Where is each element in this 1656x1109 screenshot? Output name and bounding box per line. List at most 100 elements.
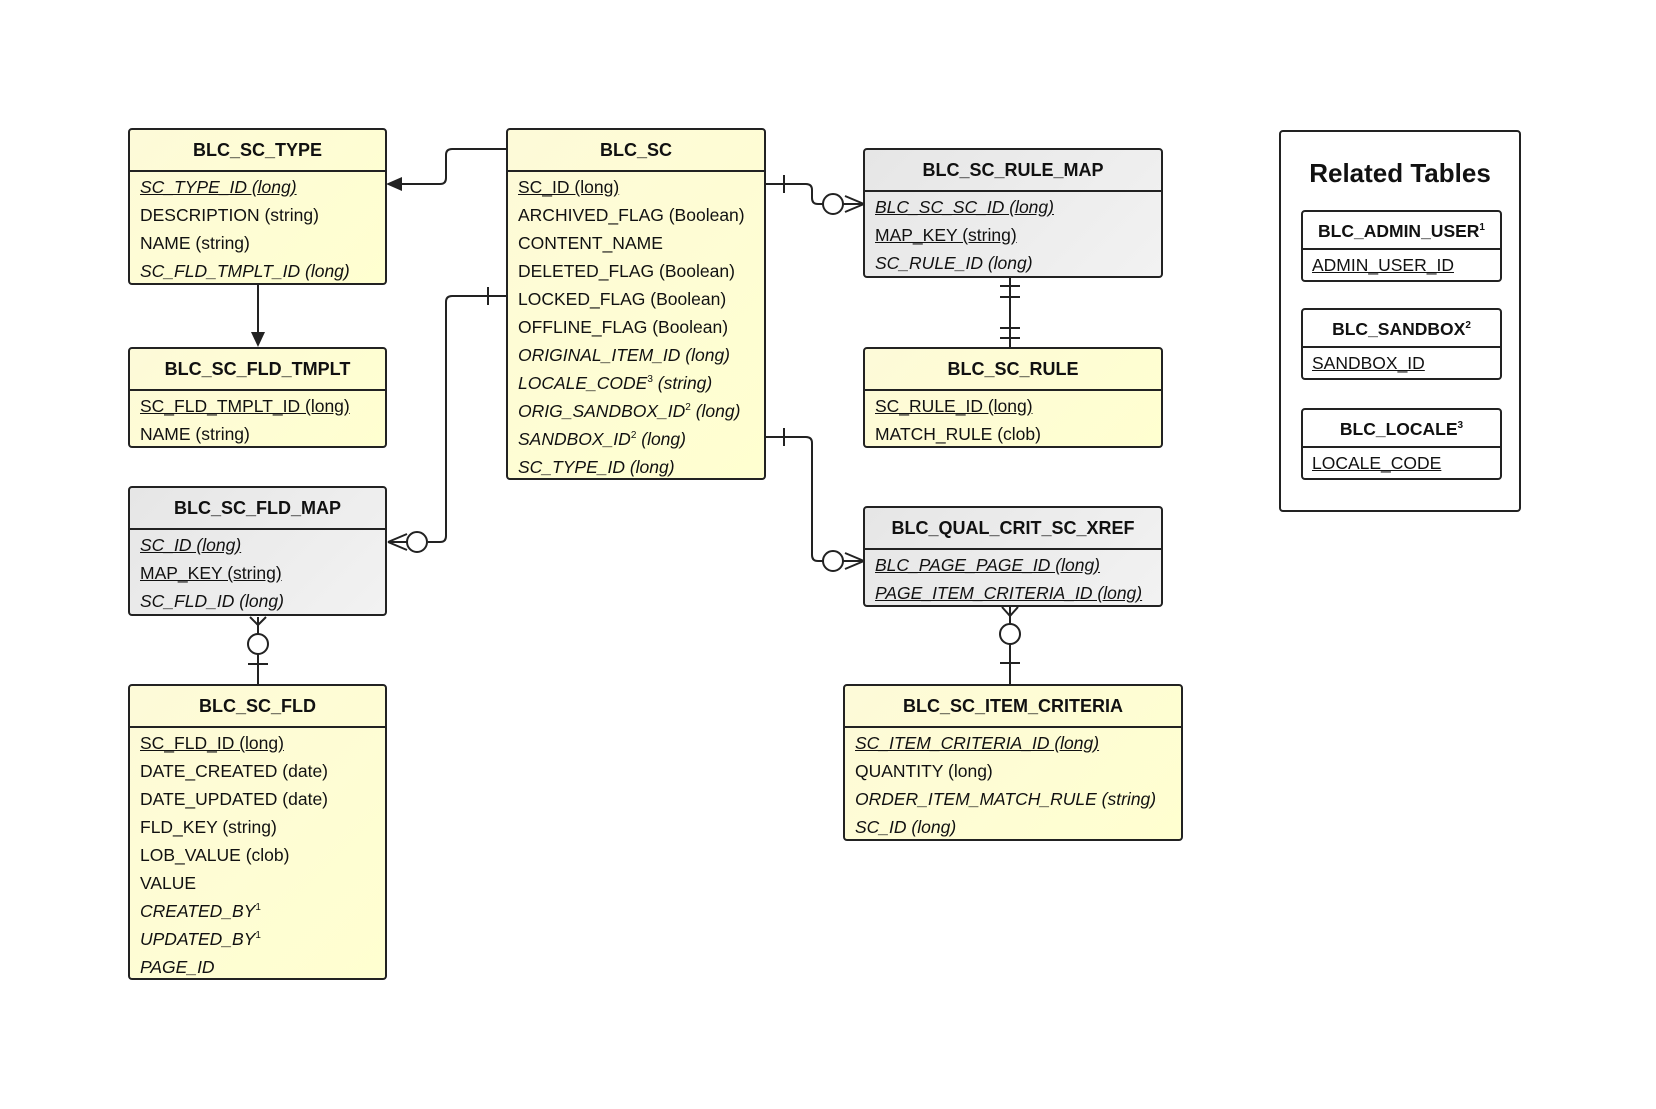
entity-field: DATE_CREATED (date) xyxy=(130,757,385,785)
entity-field: SC_FLD_TMPLT_ID (long) xyxy=(130,257,385,283)
entity-field: FLD_KEY (string) xyxy=(130,813,385,841)
entity-title: BLC_SC_RULE_MAP xyxy=(865,150,1161,192)
connector-sc-to-rule-map xyxy=(766,183,823,205)
entity-field: LOCALE_CODE3 (string) xyxy=(508,369,764,397)
entity-field: MAP_KEY (string) xyxy=(130,559,385,587)
field-name: SC_RULE_ID (long) xyxy=(875,396,1033,416)
field-name: ORDER_ITEM_MATCH_RULE (string) xyxy=(855,789,1157,809)
entity-title: BLC_SC xyxy=(508,130,764,172)
field-name: LOCALE_CODE xyxy=(518,373,648,393)
field-name: LOCKED_FLAG (Boolean) xyxy=(518,289,727,309)
entity-field: OFFLINE_FLAG (Boolean) xyxy=(508,313,764,341)
entity-field: SC_ID (long) xyxy=(845,813,1181,839)
entity-blc-sc-type: BLC_SC_TYPE SC_TYPE_ID (long) DESCRIPTION… xyxy=(128,128,387,285)
field-type: (long) xyxy=(636,429,686,449)
entity-field: SC_RULE_ID (long) xyxy=(865,249,1161,276)
field-name: DATE_CREATED (date) xyxy=(140,761,329,781)
field-name: SC_ID (long) xyxy=(855,817,957,837)
connector-sc-to-qual-crit-xref xyxy=(766,436,823,562)
field-name: LOB_VALUE (clob) xyxy=(140,845,290,865)
entity-field: SC_ITEM_CRITERIA_ID (long) xyxy=(845,729,1181,757)
field-name: OFFLINE_FLAG (Boolean) xyxy=(518,317,729,337)
entity-field: SC_FLD_TMPLT_ID (long) xyxy=(130,392,385,420)
entity-field: SC_RULE_ID (long) xyxy=(865,392,1161,420)
field-name: ARCHIVED_FLAG (Boolean) xyxy=(518,205,745,225)
field-type: (long) xyxy=(690,401,741,421)
entity-title: BLC_SC_FLD_MAP xyxy=(130,488,385,530)
field-type: (string) xyxy=(652,373,713,393)
related-table-sandbox: BLC_SANDBOX2 SANDBOX_ID xyxy=(1301,308,1502,380)
entity-field: NAME (string) xyxy=(130,229,385,257)
field-name: UPDATED_BY xyxy=(140,929,256,949)
field-name: SC_ITEM_CRITERIA_ID (long) xyxy=(855,733,1100,753)
field-name: PAGE_ITEM_CRITERIA_ID (long) xyxy=(875,583,1143,603)
field-name: SC_ID (long) xyxy=(140,535,242,555)
entity-blc-sc: BLC_SC SC_ID (long) ARCHIVED_FLAG (Boolea… xyxy=(506,128,766,480)
entity-field: CONTENT_NAME xyxy=(508,229,764,257)
entity-field: PAGE_ITEM_CRITERIA_ID (long) xyxy=(865,579,1161,605)
entity-field: BLC_SC_SC_ID (long) xyxy=(865,193,1161,221)
field-name: MATCH_RULE (clob) xyxy=(875,424,1041,444)
entity-title: BLC_SC_FLD_TMPLT xyxy=(130,349,385,391)
field-name: DATE_UPDATED (date) xyxy=(140,789,329,809)
entity-blc-sc-fld-tmplt: BLC_SC_FLD_TMPLT SC_FLD_TMPLT_ID (long) N… xyxy=(128,347,387,448)
field-name: MAP_KEY (string) xyxy=(140,563,282,583)
related-table-title: BLC_SANDBOX xyxy=(1332,319,1466,339)
entity-field: UPDATED_BY1 xyxy=(130,925,385,953)
field-name: SC_TYPE_ID (long) xyxy=(518,457,675,477)
entity-field: ORIGINAL_ITEM_ID (long) xyxy=(508,341,764,369)
entity-field: ARCHIVED_FLAG (Boolean) xyxy=(508,201,764,229)
entity-field: DATE_UPDATED (date) xyxy=(130,785,385,813)
field-name: FLD_KEY (string) xyxy=(140,817,277,837)
footnote-marker: 2 xyxy=(1465,320,1471,332)
entity-field: SC_FLD_ID (long) xyxy=(130,587,385,614)
entity-field: MATCH_RULE (clob) xyxy=(865,420,1161,446)
entity-field: LOB_VALUE (clob) xyxy=(130,841,385,869)
field-name: MAP_KEY (string) xyxy=(875,225,1017,245)
entity-blc-qual-crit-sc-xref: BLC_QUAL_CRIT_SC_XREF BLC_PAGE_PAGE_ID (… xyxy=(863,506,1163,607)
entity-title: BLC_SC_RULE xyxy=(865,349,1161,391)
related-table-field: ADMIN_USER_ID xyxy=(1312,255,1454,275)
entity-field: SC_FLD_ID (long) xyxy=(130,729,385,757)
entity-blc-sc-item-criteria: BLC_SC_ITEM_CRITERIA SC_ITEM_CRITERIA_ID… xyxy=(843,684,1183,841)
entity-field: QUANTITY (long) xyxy=(845,757,1181,785)
entity-title: BLC_SC_FLD xyxy=(130,686,385,728)
related-table-admin-user: BLC_ADMIN_USER1 ADMIN_USER_ID xyxy=(1301,210,1502,282)
field-name: NAME (string) xyxy=(140,233,250,253)
entity-title: BLC_QUAL_CRIT_SC_XREF xyxy=(865,508,1161,550)
entity-title: BLC_SC_TYPE xyxy=(130,130,385,172)
entity-field: CREATED_BY1 xyxy=(130,897,385,925)
connector-sc-to-sc-type xyxy=(396,148,506,185)
footnote-marker: 1 xyxy=(1479,222,1485,234)
related-table-locale: BLC_LOCALE3 LOCALE_CODE xyxy=(1301,408,1502,480)
entity-field: VALUE xyxy=(130,869,385,897)
entity-field: SC_ID (long) xyxy=(508,173,764,201)
footnote-marker: 1 xyxy=(255,930,261,942)
entity-field: SC_ID (long) xyxy=(130,531,385,559)
related-table-field: SANDBOX_ID xyxy=(1312,353,1425,373)
field-name: DESCRIPTION (string) xyxy=(140,205,319,225)
entity-blc-sc-fld-map: BLC_SC_FLD_MAP SC_ID (long) MAP_KEY (stri… xyxy=(128,486,387,616)
connector-sc-to-fld-map xyxy=(428,295,506,543)
entity-field: DESCRIPTION (string) xyxy=(130,201,385,229)
entity-field: LOCKED_FLAG (Boolean) xyxy=(508,285,764,313)
entity-blc-sc-rule-map: BLC_SC_RULE_MAP BLC_SC_SC_ID (long) MAP_K… xyxy=(863,148,1163,278)
entity-field: SANDBOX_ID2 (long) xyxy=(508,425,764,453)
arrowhead-sc-type xyxy=(386,177,402,191)
field-name: BLC_SC_SC_ID (long) xyxy=(875,197,1054,217)
field-name: SANDBOX_ID xyxy=(518,429,631,449)
field-name: SC_TYPE_ID (long) xyxy=(140,177,297,197)
arrowhead-fld-tmplt xyxy=(251,332,265,347)
related-tables-title: Related Tables xyxy=(1309,158,1491,188)
entity-blc-sc-fld: BLC_SC_FLD SC_FLD_ID (long) DATE_CREATED … xyxy=(128,684,387,980)
field-name: BLC_PAGE_PAGE_ID (long) xyxy=(875,555,1101,575)
field-name: ORIG_SANDBOX_ID xyxy=(518,401,686,421)
field-name: CONTENT_NAME xyxy=(518,233,663,253)
field-name: DELETED_FLAG (Boolean) xyxy=(518,261,735,281)
entity-field: NAME (string) xyxy=(130,420,385,446)
field-name: SC_FLD_TMPLT_ID (long) xyxy=(140,396,350,416)
field-name: ORIGINAL_ITEM_ID (long) xyxy=(518,345,730,365)
footnote-marker: 2 xyxy=(630,430,637,442)
entity-field: ORIG_SANDBOX_ID2 (long) xyxy=(508,397,764,425)
